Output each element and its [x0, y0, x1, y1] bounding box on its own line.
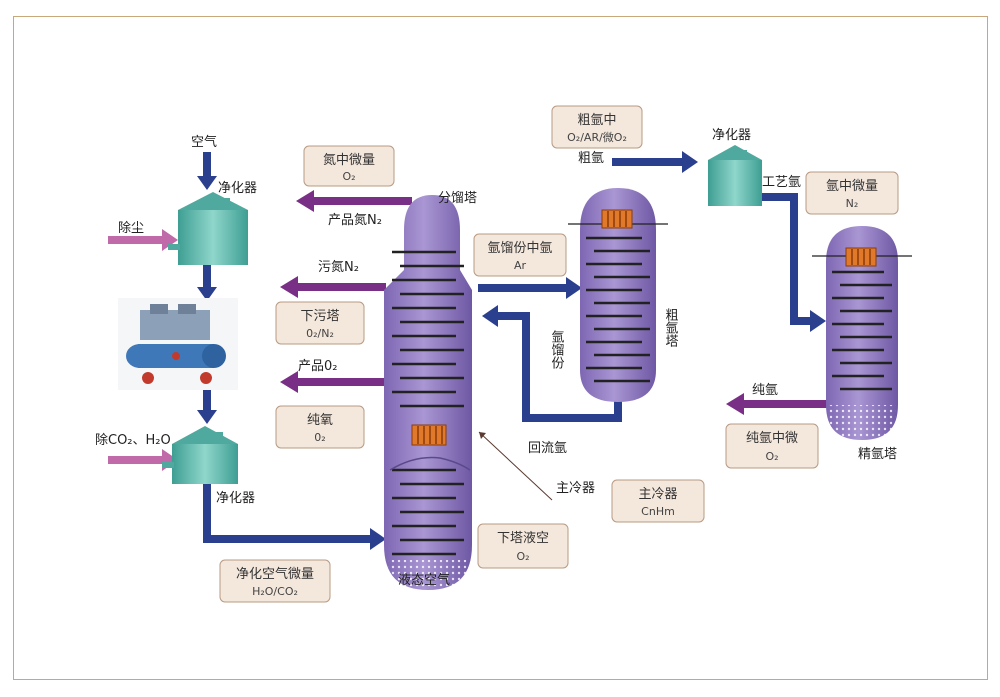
label-refined-argon-tower: 精氩塔 [858, 447, 897, 462]
label-crude-argon: 粗氩 [578, 151, 604, 166]
label-liquid-air: 液态空气 [398, 572, 450, 588]
box-pure-oxygen: 纯氧 0₂ [275, 405, 365, 449]
box-pure-argon-trace-o2: 纯氩中微 O₂ [725, 423, 819, 469]
svg-text:0₂/N₂: 0₂/N₂ [306, 327, 334, 340]
svg-text:CnHm: CnHm [641, 505, 675, 518]
svg-text:氩中微量: 氩中微量 [826, 179, 878, 194]
svg-text:O₂/AR/微O₂: O₂/AR/微O₂ [567, 130, 627, 144]
box-lower-dirty-tower: 下污塔 0₂/N₂ [275, 301, 365, 345]
svg-text:H₂O/CO₂: H₂O/CO₂ [252, 585, 298, 598]
svg-text:净化空气微量: 净化空气微量 [236, 566, 314, 582]
svg-text:Ar: Ar [514, 259, 527, 272]
fractionation-tower [384, 195, 472, 590]
box-purified-air-trace: 净化空气微量 H₂O/CO₂ [219, 559, 331, 603]
box-crude-argon-contents: 粗氩中 O₂/AR/微O₂ [551, 105, 643, 149]
label-product-nitrogen: 产品氮N₂ [328, 213, 382, 228]
purple-arrows [280, 190, 832, 415]
svg-text:下塔液空: 下塔液空 [497, 531, 549, 546]
svg-text:氩馏份中氩: 氩馏份中氩 [487, 241, 552, 256]
svg-text:O₂: O₂ [765, 450, 778, 463]
purifier-tank-bottom [162, 426, 238, 484]
compressor-icon [118, 298, 238, 390]
label-fractionation-tower: 分馏塔 [438, 191, 477, 206]
label-main-cooler: 主冷器 [556, 481, 595, 496]
crude-argon-tower [568, 188, 668, 402]
svg-text:N₂: N₂ [846, 197, 859, 210]
svg-text:0₂: 0₂ [314, 431, 325, 444]
svg-text:粗氩中: 粗氩中 [577, 113, 616, 128]
svg-text:纯氧: 纯氧 [307, 413, 333, 428]
blue-pipes [197, 151, 826, 550]
label-remove-co2-h2o: 除CO₂、H₂O [95, 433, 171, 448]
box-main-cooler: 主冷器 CnHm [611, 479, 705, 523]
label-purifier-argon: 净化器 [712, 128, 751, 143]
label-crude-argon-tower: 粗氩塔 [663, 308, 679, 347]
svg-text:主冷器: 主冷器 [638, 487, 677, 502]
box-argon-trace-n2: 氩中微量 N₂ [805, 171, 899, 215]
label-air: 空气 [191, 134, 217, 150]
label-dust-removal: 除尘 [118, 221, 144, 236]
svg-text:纯氩中微: 纯氩中微 [746, 431, 798, 446]
label-dirty-nitrogen: 污氮N₂ [318, 260, 359, 275]
label-argon-fraction: 氩馏份 [549, 330, 565, 369]
diagram-frame [13, 16, 988, 680]
label-return-argon: 回流氩 [528, 441, 567, 456]
refined-argon-tower [812, 226, 912, 440]
heat-exchanger-icon [411, 424, 447, 446]
svg-text:下污塔: 下污塔 [300, 309, 339, 324]
svg-text:O₂: O₂ [516, 550, 529, 563]
label-product-oxygen: 产品0₂ [298, 359, 337, 374]
label-purifier-top: 净化器 [218, 181, 257, 196]
main-cooler-leader [478, 431, 553, 501]
purifier-tank-argon [708, 145, 762, 206]
label-pure-argon: 纯氩 [752, 383, 778, 398]
svg-text:氮中微量: 氮中微量 [323, 153, 375, 168]
box-argon-fraction-argon: 氩馏份中氩 Ar [473, 233, 567, 277]
box-n2-in-o2: 氮中微量 O₂ [303, 145, 395, 187]
label-purifier-bottom: 净化器 [216, 491, 255, 506]
svg-text:O₂: O₂ [342, 170, 355, 183]
purifier-tank-top [168, 192, 248, 265]
label-process-argon: 工艺氩 [762, 175, 801, 190]
box-lower-tower-liquid-air: 下塔液空 O₂ [477, 523, 569, 569]
